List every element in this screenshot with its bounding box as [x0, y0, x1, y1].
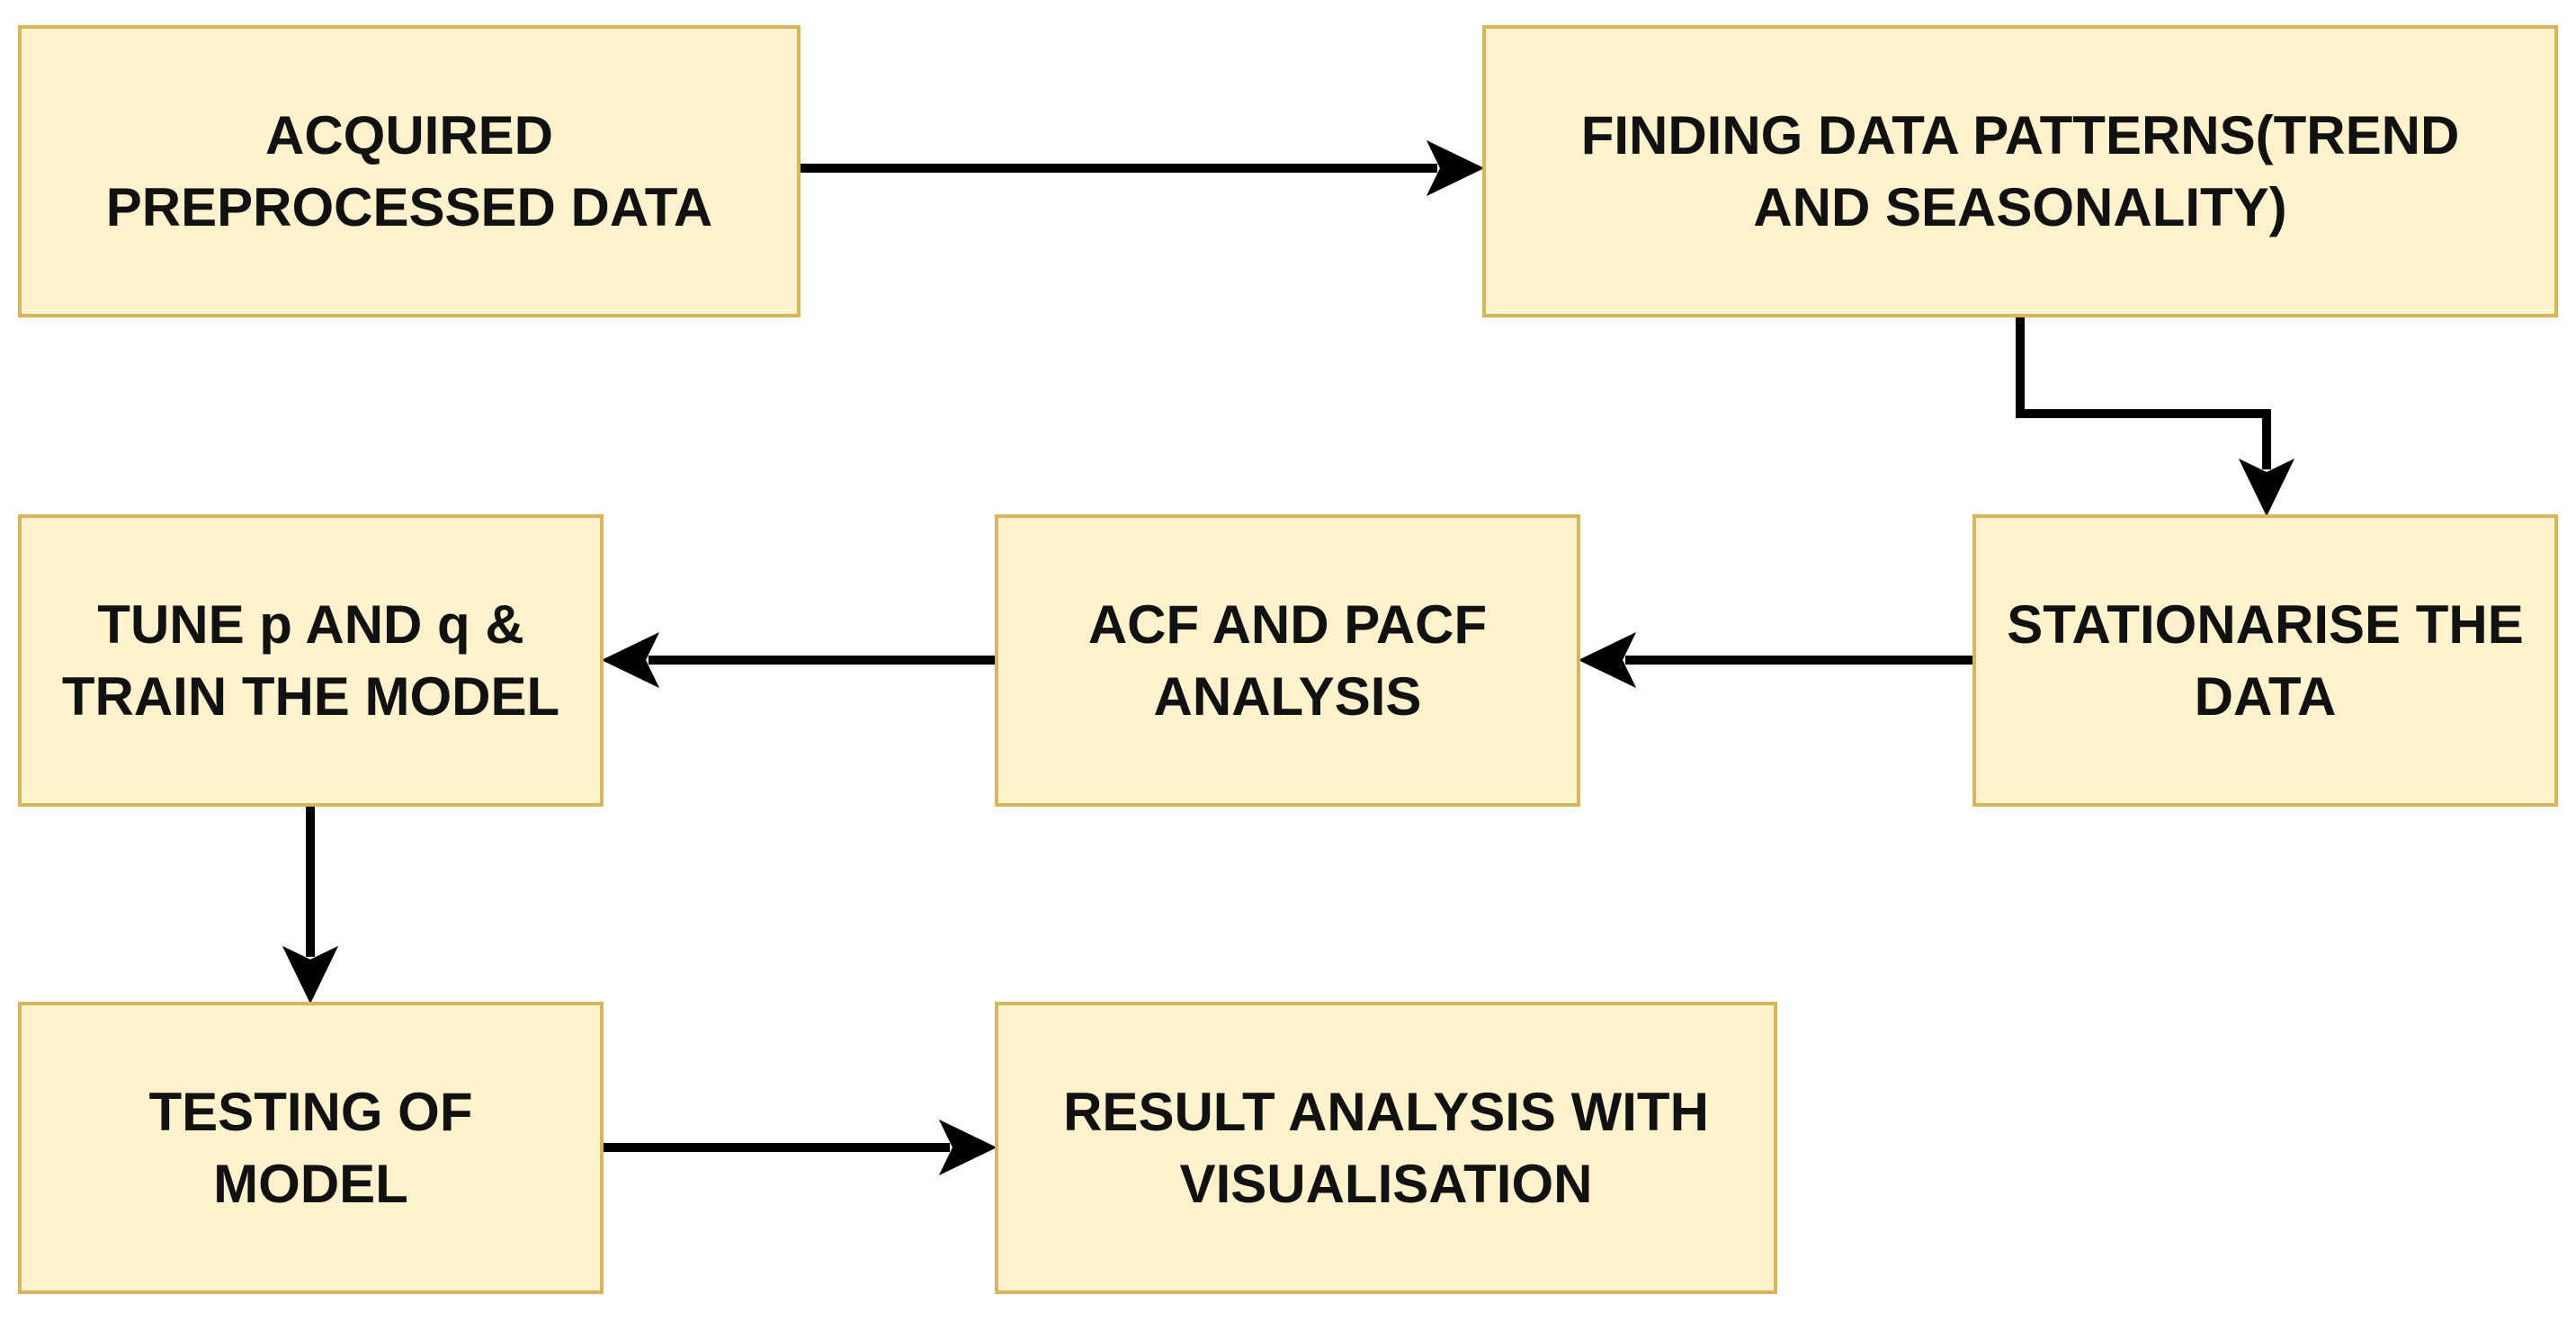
arrowhead-stationarise-to-acf: [1578, 631, 1637, 689]
node-label: ACF AND PACF ANALYSIS: [1087, 594, 1488, 727]
node-stationarise-data: STATIONARISE THE DATA: [1972, 514, 2558, 807]
node-acf-pacf-analysis: ACF AND PACF ANALYSIS: [995, 514, 1580, 807]
node-label: RESULT ANALYSIS WITH VISUALISATION: [1063, 1081, 1709, 1214]
arrowhead-tune-to-testing: [282, 945, 339, 1004]
node-finding-data-patterns: FINDING DATA PATTERNS(TREND AND SEASONAL…: [1482, 25, 2558, 317]
node-acquired-preprocessed-data: ACQUIRED PREPROCESSED DATA: [18, 25, 801, 317]
node-label: STATIONARISE THE DATA: [2007, 594, 2524, 727]
arrowhead-testing-to-result: [938, 1119, 997, 1176]
node-tune-train-model: TUNE p AND q & TRAIN THE MODEL: [18, 514, 604, 807]
arrowhead-patterns-to-stationarise: [2238, 458, 2295, 517]
node-result-analysis: RESULT ANALYSIS WITH VISUALISATION: [995, 1002, 1777, 1294]
edge-patterns-to-stationarise: [2016, 317, 2271, 469]
node-label: TESTING OF MODEL: [148, 1081, 473, 1214]
arrowhead-acquired-to-patterns: [1426, 139, 1485, 197]
arrowhead-acf-to-tune: [601, 631, 660, 689]
node-label: FINDING DATA PATTERNS(TREND AND SEASONAL…: [1580, 104, 2460, 237]
node-label: TUNE p AND q & TRAIN THE MODEL: [61, 594, 560, 727]
node-label: ACQUIRED PREPROCESSED DATA: [105, 104, 713, 237]
node-testing-of-model: TESTING OF MODEL: [18, 1002, 604, 1294]
